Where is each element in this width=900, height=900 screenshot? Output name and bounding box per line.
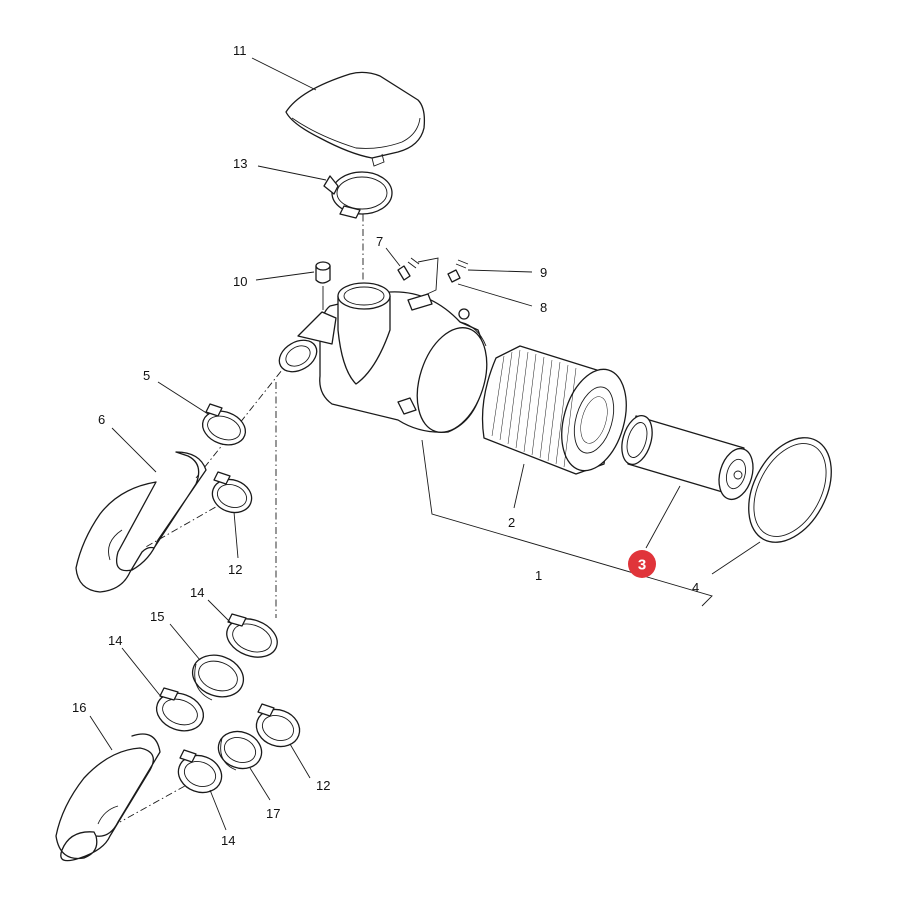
leader-lines	[89, 57, 761, 831]
part-3-safety-element[interactable]	[617, 412, 759, 503]
part-5-clamp[interactable]	[198, 403, 250, 451]
part-1-filter-housing[interactable]	[274, 282, 499, 441]
part-12-clamp-lower[interactable]	[251, 703, 305, 753]
callout-4[interactable]: 4	[692, 580, 699, 595]
callout-14-top[interactable]: 14	[190, 585, 204, 600]
part-16-lower-hose[interactable]	[55, 733, 161, 862]
part-14-clamp-top[interactable]	[221, 612, 282, 664]
callout-labels: 11 13 7 10 9 8 5 6 12 14 15 14 16 12 17 …	[72, 43, 699, 848]
callout-17[interactable]: 17	[266, 806, 280, 821]
part-14-clamp-left[interactable]	[151, 687, 208, 737]
part-13-cap-clamp[interactable]	[323, 171, 393, 219]
callout-5[interactable]: 5	[143, 368, 150, 383]
part-11-rain-cap[interactable]	[285, 71, 426, 167]
badge-circle	[628, 550, 656, 578]
part-10-fitting[interactable]	[315, 261, 331, 310]
callout-14-left[interactable]: 14	[108, 633, 122, 648]
part-4-seal-ring[interactable]	[732, 424, 848, 557]
callout-3[interactable]: 3	[638, 557, 646, 574]
callout-1[interactable]: 1	[535, 568, 542, 583]
part-15-coupling-sleeve[interactable]	[187, 648, 250, 703]
parts-7-8-9-screws[interactable]	[397, 257, 469, 301]
highlight-badge-part-3[interactable]: 3	[628, 550, 656, 578]
part-12-clamp-upper[interactable]	[208, 471, 257, 518]
callout-15[interactable]: 15	[150, 609, 164, 624]
assembly-axes	[119, 200, 741, 823]
callout-14-bottom[interactable]: 14	[221, 833, 235, 848]
callout-2[interactable]: 2	[508, 515, 515, 530]
callout-10[interactable]: 10	[233, 274, 247, 289]
callout-11[interactable]: 11	[233, 43, 247, 58]
part-14-clamp-bottom[interactable]	[173, 749, 227, 799]
part-6-upper-hose[interactable]	[75, 451, 207, 593]
callout-9[interactable]: 9	[540, 265, 547, 280]
callout-12-upper[interactable]: 12	[228, 562, 242, 577]
part-17-coupling-sleeve[interactable]	[213, 726, 267, 775]
callout-16[interactable]: 16	[72, 700, 86, 715]
callout-13[interactable]: 13	[233, 156, 247, 171]
callout-6[interactable]: 6	[98, 412, 105, 427]
callout-12-lower[interactable]: 12	[316, 778, 330, 793]
callout-7[interactable]: 7	[376, 234, 383, 249]
callout-8[interactable]: 8	[540, 300, 547, 315]
part-2-primary-element[interactable]	[481, 345, 638, 478]
